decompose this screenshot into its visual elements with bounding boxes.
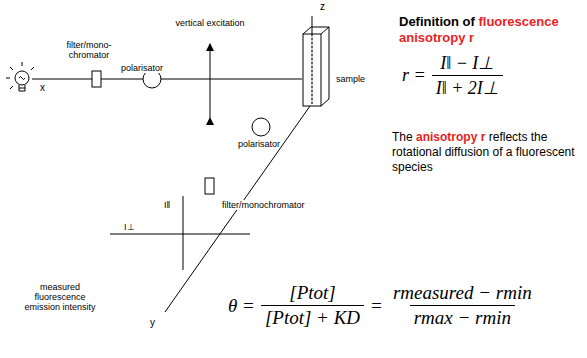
lamp-icon	[6, 62, 34, 91]
part-label: vertical excitation	[175, 18, 245, 28]
note: The anisotropy r reflects the rotational…	[392, 130, 584, 175]
perpendicular-axis	[110, 234, 250, 235]
fraction: rmeasured − rmin rmax − rmin	[389, 282, 536, 329]
part-label: sample	[336, 74, 365, 84]
formula-text: =	[370, 295, 383, 317]
part-label: polarisator	[121, 63, 163, 73]
intensity-label: I⊥	[124, 222, 135, 232]
filter-box	[205, 178, 214, 194]
anisotropy-formula: r = I‖ − I⊥ I‖ + 2I⊥	[402, 52, 503, 99]
title-text: Definition of	[399, 14, 475, 29]
polarisator-circle	[252, 118, 270, 136]
note-highlight: anisotropy r	[416, 130, 485, 144]
numerator: I‖ − I⊥	[436, 52, 498, 75]
y-axis	[165, 106, 310, 312]
denominator: [Ptot] + KD	[261, 305, 364, 329]
formula-text: r =	[402, 65, 426, 86]
title: Definition of fluorescence anisotropy r	[399, 14, 584, 46]
axis-label: z	[320, 2, 325, 12]
parallel-axis	[183, 196, 184, 270]
fraction: I‖ − I⊥ I‖ + 2I⊥	[432, 52, 503, 99]
numerator: [Ptot]	[285, 282, 339, 305]
note-text: The	[392, 130, 413, 144]
part-label: filter/monochromator	[222, 200, 305, 210]
filter-box	[92, 71, 101, 87]
fraction: [Ptot] [Ptot] + KD	[261, 282, 364, 329]
intensity-label: I‖	[164, 200, 170, 210]
binding-formula: θ = [Ptot] [Ptot] + KD = rmeasured − rmi…	[228, 282, 536, 329]
numerator: rmeasured − rmin	[389, 282, 536, 305]
vertical-excitation-arrow	[210, 44, 211, 118]
axis-label: y	[150, 318, 155, 328]
x-axis	[32, 79, 302, 80]
denominator: rmax − rmin	[410, 305, 515, 329]
axis-label: x	[40, 83, 45, 93]
formula-text: θ =	[228, 295, 255, 317]
part-label: polarisator	[238, 139, 280, 149]
part-label: filter/mono- chromator	[58, 40, 120, 60]
sample-cuvette	[303, 27, 329, 106]
denominator: I‖ + 2I⊥	[432, 75, 503, 99]
part-label: measured fluorescence emission intensity	[20, 282, 100, 312]
